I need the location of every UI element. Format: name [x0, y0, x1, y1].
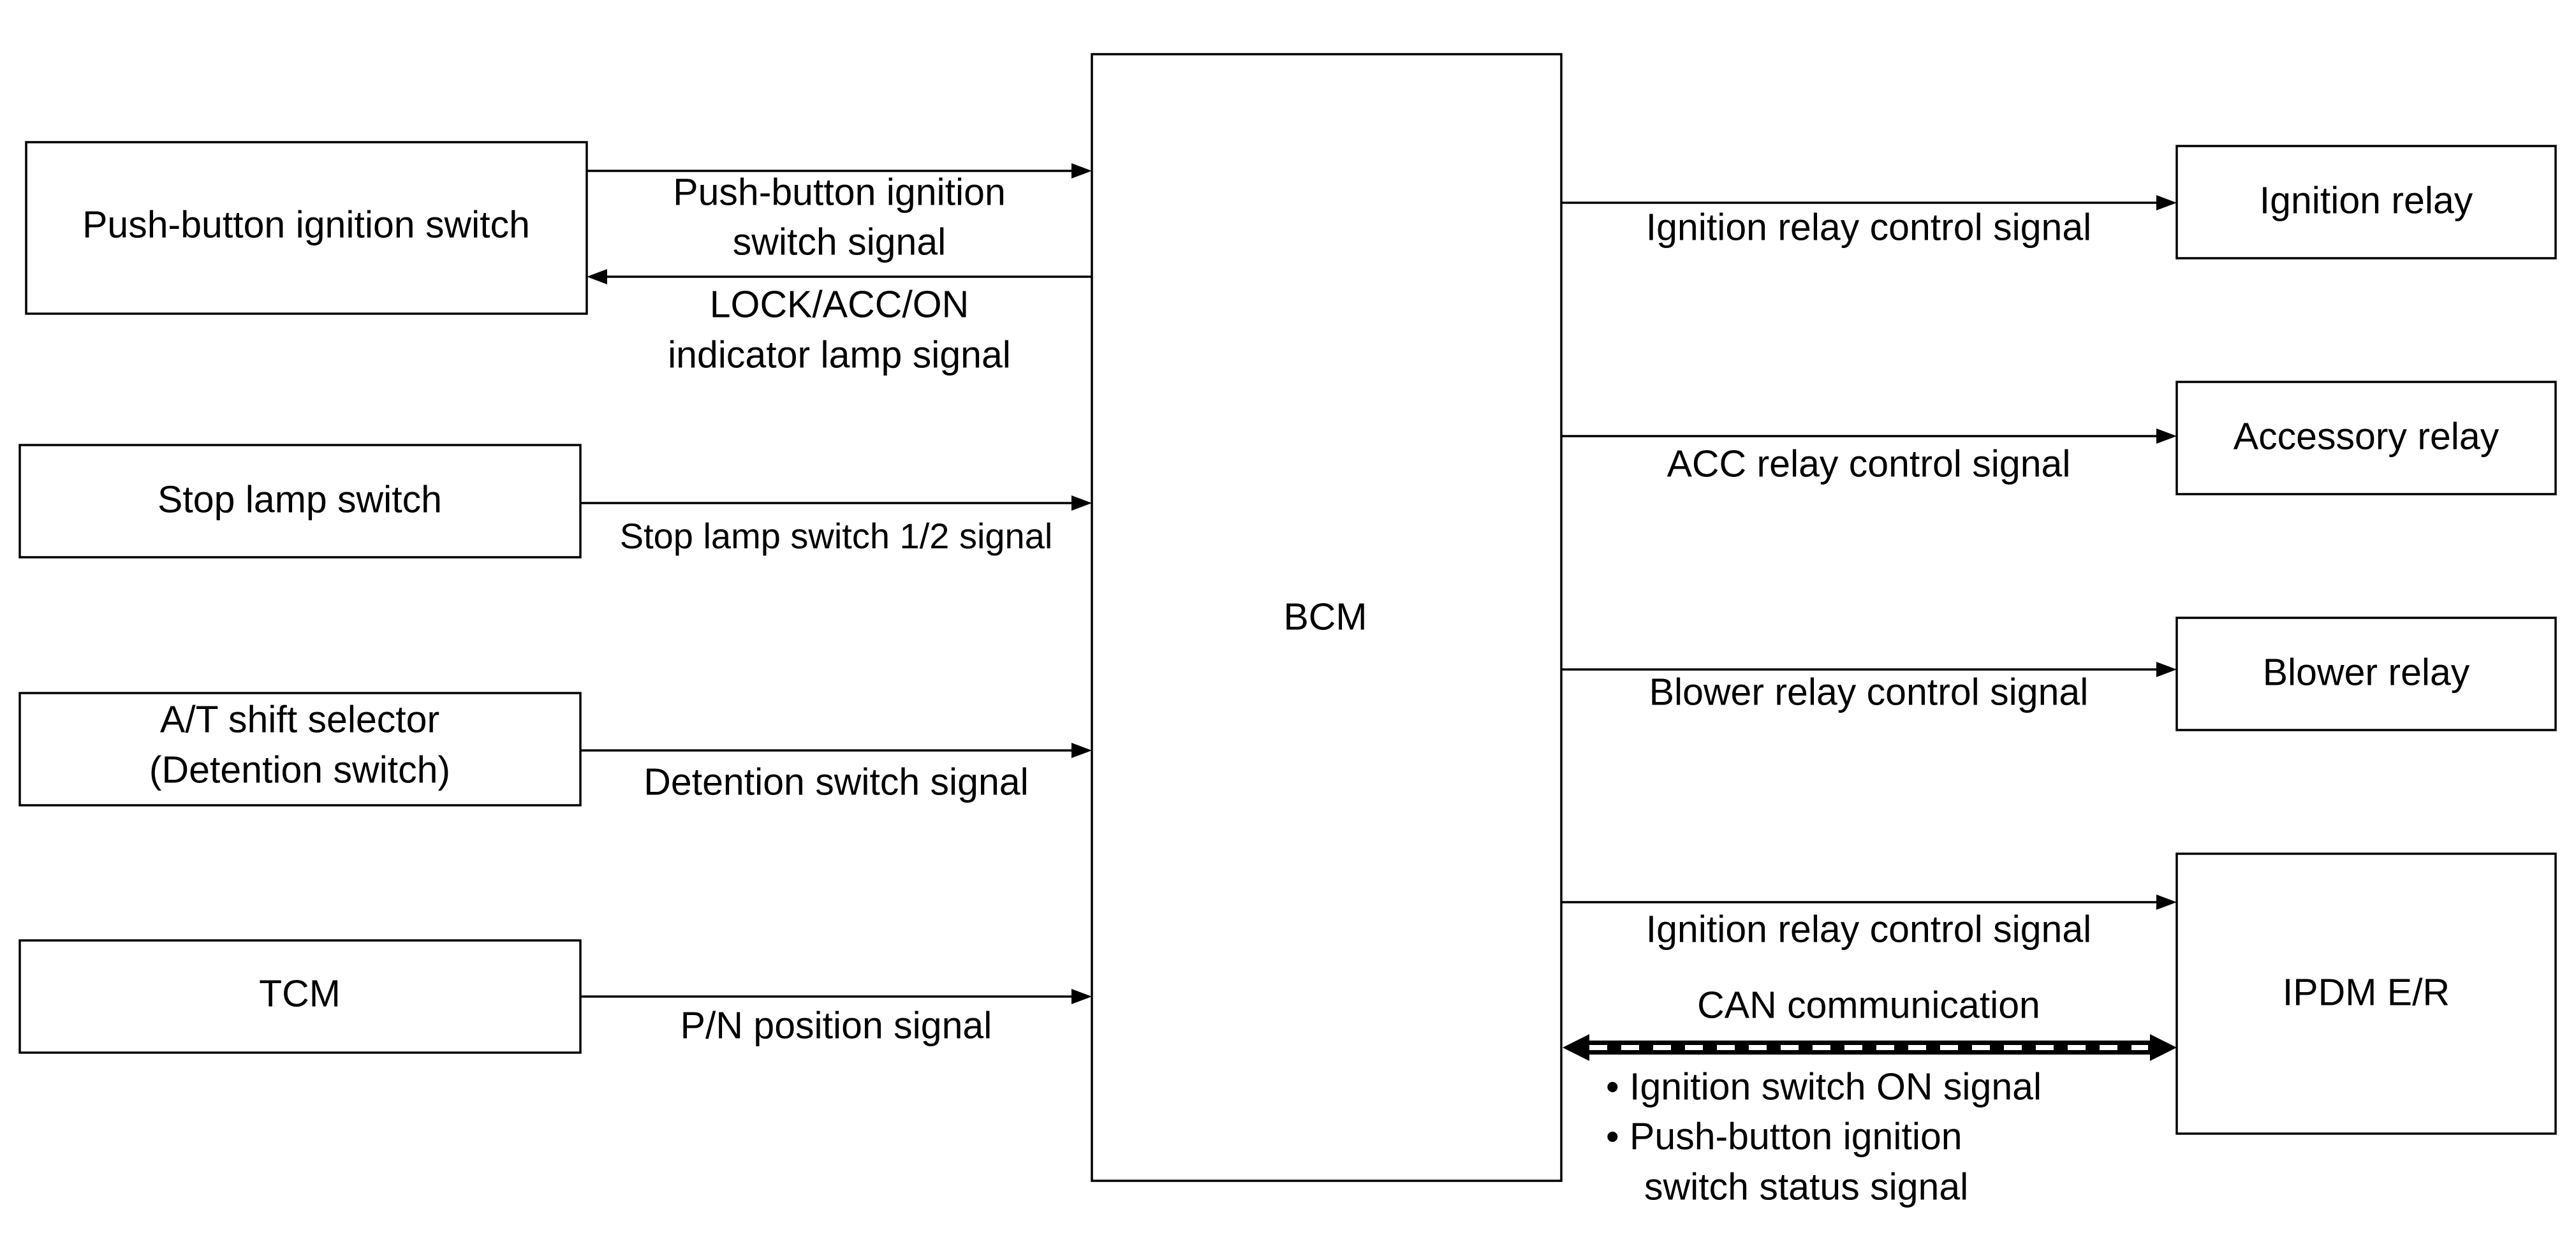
can-communication-connector: CAN communication • Ignition switch ON s… [1563, 984, 2177, 1208]
at-shift-selector-label: A/T shift selector [160, 699, 439, 741]
push-button-ignition-switch-block: Push-button ignition switch [25, 141, 588, 315]
indicator-lamp-signal-label-2: indicator lamp signal [668, 334, 1011, 376]
stop-lamp-switch-block: Stop lamp switch [18, 444, 582, 559]
push-button-signal-connector: Push-button ignition switch signal [587, 163, 1092, 263]
stop-lamp-switch-label: Stop lamp switch [158, 479, 442, 521]
ignition-relay-signal-label: Ignition relay control signal [1646, 207, 2092, 249]
ignition-relay-signal-connector: Ignition relay control signal [1561, 195, 2177, 249]
ipdm-ignition-relay-signal-label: Ignition relay control signal [1646, 909, 2092, 951]
stop-lamp-signal-connector: Stop lamp switch 1/2 signal [580, 495, 1092, 556]
detention-signal-connector: Detention switch signal [580, 743, 1092, 803]
can-item-push-button-status-1: • Push-button ignition [1606, 1116, 1962, 1158]
tcm-label: TCM [259, 973, 341, 1015]
indicator-lamp-signal-label-1: LOCK/ACC/ON [710, 284, 969, 326]
bcm-label: BCM [1283, 596, 1367, 638]
acc-relay-signal-label: ACC relay control signal [1667, 443, 2071, 485]
pn-position-signal-connector: P/N position signal [580, 989, 1092, 1047]
accessory-relay-label: Accessory relay [2234, 416, 2499, 458]
push-button-signal-label-1: Push-button ignition [673, 172, 1006, 214]
push-button-ignition-switch-label: Push-button ignition switch [82, 204, 530, 246]
blower-relay-signal-label: Blower relay control signal [1649, 671, 2089, 713]
blower-relay-block: Blower relay [2175, 617, 2557, 731]
indicator-lamp-signal-connector: LOCK/ACC/ON indicator lamp signal [587, 269, 1092, 376]
acc-relay-signal-connector: ACC relay control signal [1561, 428, 2177, 485]
bcm-block: BCM [1091, 53, 1563, 1182]
ipdm-ignition-relay-signal-connector: Ignition relay control signal [1561, 895, 2177, 951]
blower-relay-label: Blower relay [2263, 652, 2470, 694]
ignition-relay-block: Ignition relay [2175, 145, 2557, 259]
blower-relay-signal-connector: Blower relay control signal [1561, 662, 2177, 713]
tcm-block: TCM [18, 939, 582, 1054]
ignition-relay-label: Ignition relay [2260, 180, 2473, 222]
pn-position-signal-label: P/N position signal [681, 1005, 992, 1047]
ipdm-er-label: IPDM E/R [2283, 972, 2450, 1014]
detention-signal-label: Detention switch signal [644, 761, 1028, 803]
ipdm-er-block: IPDM E/R [2175, 852, 2557, 1135]
detention-switch-label: (Detention switch) [149, 749, 450, 791]
can-item-ignition-on: • Ignition switch ON signal [1606, 1066, 2042, 1108]
stop-lamp-signal-label: Stop lamp switch 1/2 signal [620, 516, 1053, 556]
at-shift-selector-block: A/T shift selector (Detention switch) [18, 692, 582, 807]
push-button-signal-label-2: switch signal [733, 221, 946, 263]
can-item-push-button-status-2: switch status signal [1644, 1166, 1968, 1208]
can-communication-label: CAN communication [1697, 984, 2040, 1027]
accessory-relay-block: Accessory relay [2175, 381, 2557, 495]
